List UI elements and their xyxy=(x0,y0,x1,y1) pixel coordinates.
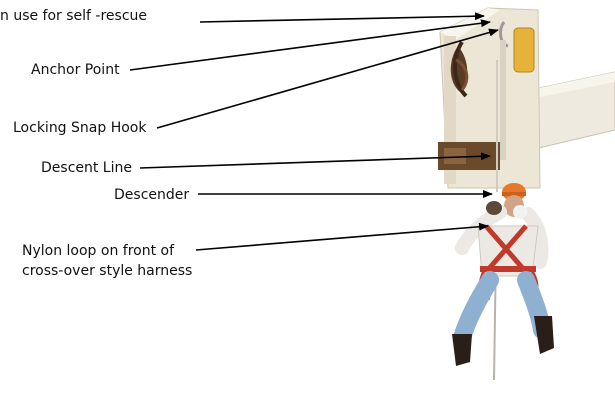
label-descent-line: Descent Line xyxy=(41,159,132,177)
title-text: n use for self -rescue xyxy=(0,7,147,25)
arrow-descent-line xyxy=(140,156,490,168)
label-nylon-loop-line1: Nylon loop on front of xyxy=(22,242,174,260)
label-nylon-loop-line2: cross-over style harness xyxy=(22,262,192,280)
label-anchor-point: Anchor Point xyxy=(31,61,120,79)
aerial-bucket xyxy=(438,8,540,188)
arrow-title xyxy=(200,16,484,22)
label-descender: Descender xyxy=(114,186,189,204)
arrow-anchor-point xyxy=(130,22,490,70)
worker xyxy=(452,183,554,366)
label-locking-snap-hook: Locking Snap Hook xyxy=(13,119,146,137)
arrow-nylon-loop xyxy=(196,226,488,250)
